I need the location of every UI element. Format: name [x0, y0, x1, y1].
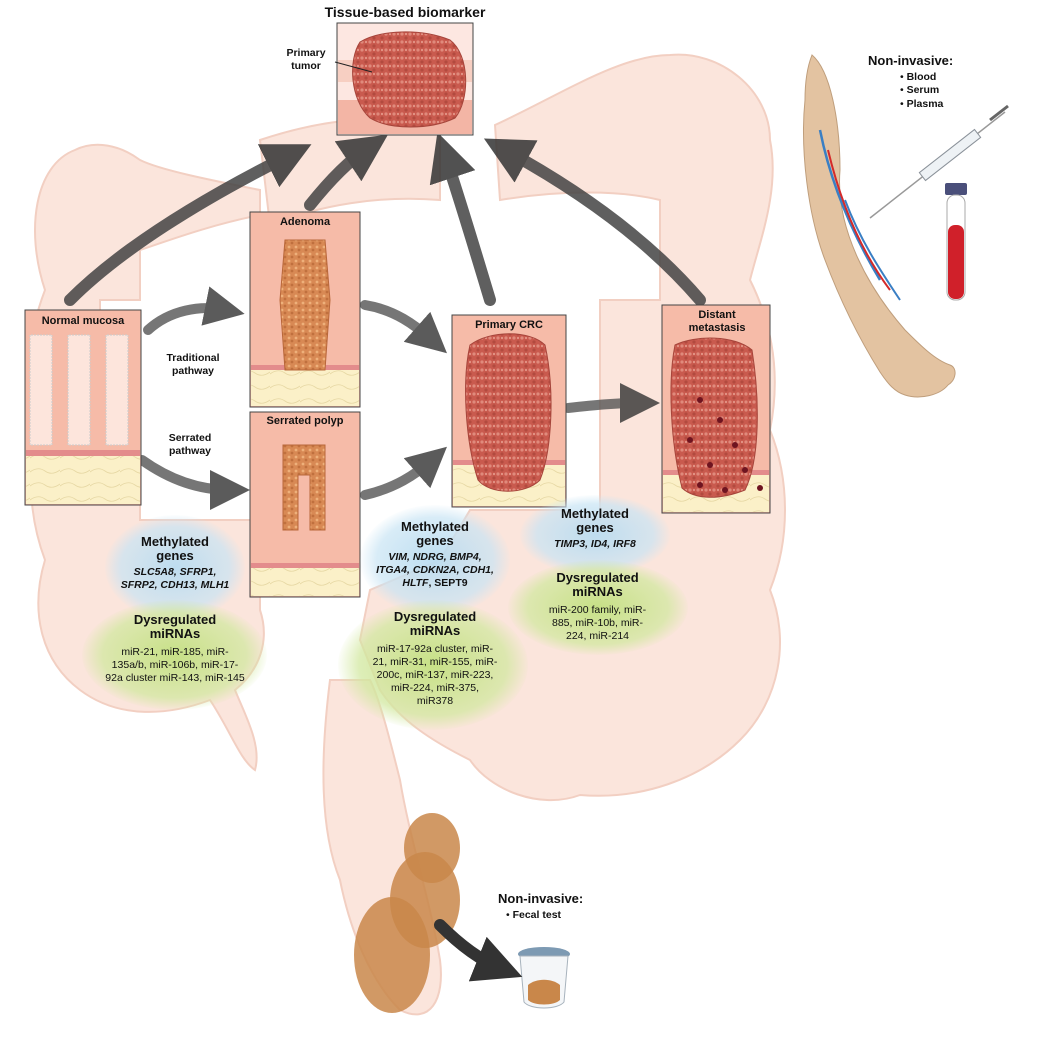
- middle-mirna-block: Dysregulated miRNAs miR-17-92a cluster, …: [360, 609, 510, 708]
- left-mirna-block: Dysregulated miRNAs miR-21, miR-185, miR…: [105, 612, 245, 685]
- left-mirnas: miR-21, miR-185, miR-135a/b, miR-106b, m…: [105, 645, 245, 684]
- primary-tumor-panel: [334, 22, 474, 136]
- left-methylated-heading: Methylated genes: [141, 534, 209, 564]
- arm-icon: [803, 54, 956, 398]
- distant-metastasis-label: Distant metastasis: [688, 309, 746, 334]
- noninvasive-fecal-heading: Non-invasive:: [498, 891, 584, 906]
- left-methylated-block: Methylated genes SLC5A8, SFRP1, SFRP2, C…: [110, 534, 240, 592]
- progression-arrows: [64, 132, 706, 982]
- serrated-pathway-label: Serrated pathway: [168, 432, 212, 458]
- primary-tumor-label: Primary tumor: [286, 47, 326, 73]
- right-mirna-block: Dysregulated miRNAs miR-200 family, miR-…: [525, 570, 670, 643]
- right-mirnas: miR-200 family, miR-885, miR-10b, miR-22…: [548, 603, 647, 642]
- left-mirna-heading: Dysregulated miRNAs: [133, 612, 217, 642]
- right-mirna-heading: Dysregulated miRNAs: [556, 570, 639, 600]
- syringe-icon: [869, 104, 1009, 219]
- left-mirna-glow: [82, 600, 267, 710]
- serrated-polyp-label: Serrated polyp: [266, 415, 344, 427]
- plasma-item: Plasma: [900, 98, 953, 111]
- middle-methylated-genes-plain: , SEPT9: [428, 576, 468, 589]
- specimen-cup-icon: [518, 947, 570, 1009]
- middle-methylated-genes-italic: VIM, NDRG, BMP4, ITGA4, CDKN2A, CDH1, HL…: [376, 550, 494, 589]
- middle-mirna-glow: [338, 600, 528, 730]
- fecal-test-item: Fecal test: [506, 909, 583, 922]
- serrated-polyp-panel: [249, 411, 361, 598]
- traditional-pathway-label: Traditional pathway: [166, 352, 220, 378]
- middle-mirna-heading: Dysregulated miRNAs: [393, 609, 477, 639]
- noninvasive-blood-block: Non-invasive: Blood Serum Plasma: [868, 53, 954, 111]
- noninvasive-fecal-list: Fecal test: [506, 909, 583, 922]
- middle-mirnas: miR-17-92a cluster, miR-21, miR-31, miR-…: [372, 642, 498, 708]
- adenoma-label: Adenoma: [279, 216, 331, 228]
- serum-item: Serum: [900, 84, 953, 97]
- distant-metastasis-panel: [661, 304, 771, 514]
- right-methylated-genes: TIMP3, ID4, IRF8: [554, 537, 636, 550]
- right-methylated-block: Methylated genes TIMP3, ID4, IRF8: [535, 506, 655, 551]
- primary-crc-panel: [451, 314, 567, 508]
- primary-crc-label: Primary CRC: [475, 319, 543, 331]
- adenoma-panel: [249, 211, 361, 408]
- right-mirna-glow: [508, 560, 688, 655]
- noninvasive-blood-heading: Non-invasive:: [868, 53, 954, 68]
- normal-mucosa-label: Normal mucosa: [41, 315, 125, 327]
- page-title: Tissue-based biomarker: [324, 4, 486, 20]
- middle-methylated-genes: VIM, NDRG, BMP4, ITGA4, CDKN2A, CDH1, HL…: [373, 551, 498, 590]
- normal-mucosa-panel: [24, 309, 142, 506]
- left-methylated-genes: SLC5A8, SFRP1, SFRP2, CDH13, MLH1: [120, 565, 230, 591]
- middle-methylated-heading: Methylated genes: [401, 519, 469, 549]
- blood-tube-icon: [945, 183, 967, 301]
- right-methylated-heading: Methylated genes: [561, 506, 629, 536]
- noninvasive-fecal-block: Non-invasive: Fecal test: [498, 891, 584, 922]
- blood-item: Blood: [900, 71, 953, 84]
- middle-methylated-glow: [360, 505, 510, 615]
- noninvasive-blood-list: Blood Serum Plasma: [900, 71, 953, 110]
- middle-methylated-block: Methylated genes VIM, NDRG, BMP4, ITGA4,…: [370, 519, 500, 590]
